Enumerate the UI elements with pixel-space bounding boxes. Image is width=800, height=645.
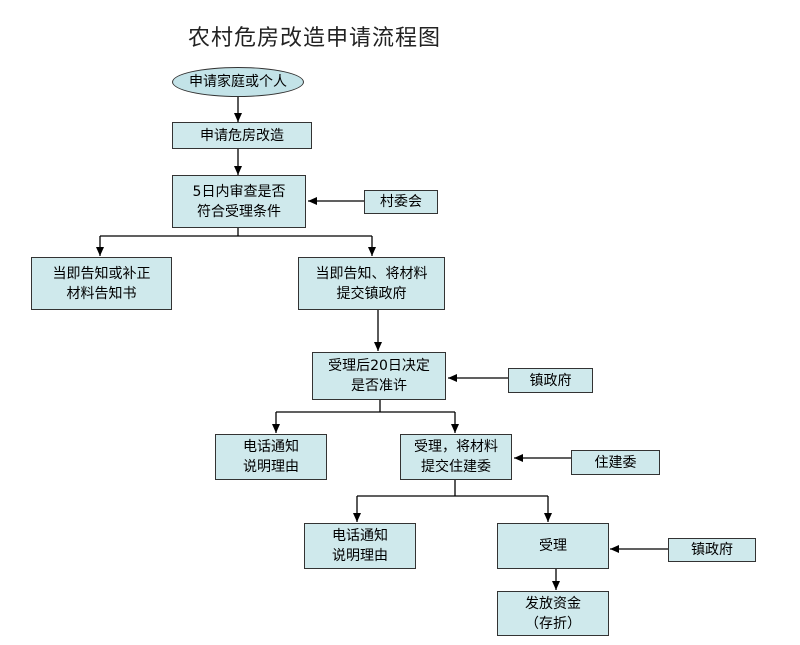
node-review-5-days: 5日内审查是否 符合受理条件 xyxy=(172,175,306,228)
node-applicant: 申请家庭或个人 xyxy=(172,67,304,97)
page-title: 农村危房改造申请流程图 xyxy=(188,26,442,51)
node-accept: 受理 xyxy=(497,523,609,569)
node-apply-renovation: 申请危房改造 xyxy=(172,122,312,149)
node-notify-submit-town: 当即告知、将材料 提交镇政府 xyxy=(298,257,445,310)
node-construction-committee: 住建委 xyxy=(571,450,660,475)
node-phone-notify-1: 电话通知 说明理由 xyxy=(215,434,327,480)
node-accept-submit-committee: 受理，将材料 提交住建委 xyxy=(400,434,512,480)
node-issue-funds: 发放资金 （存折） xyxy=(497,591,609,636)
node-town-government-1: 镇政府 xyxy=(508,368,593,393)
node-town-government-2: 镇政府 xyxy=(668,538,756,562)
node-notify-correct: 当即告知或补正 材料告知书 xyxy=(31,257,172,310)
node-phone-notify-2: 电话通知 说明理由 xyxy=(304,523,416,569)
node-village-committee: 村委会 xyxy=(364,190,438,214)
node-decide-20-days: 受理后20日决定 是否准许 xyxy=(312,352,446,400)
